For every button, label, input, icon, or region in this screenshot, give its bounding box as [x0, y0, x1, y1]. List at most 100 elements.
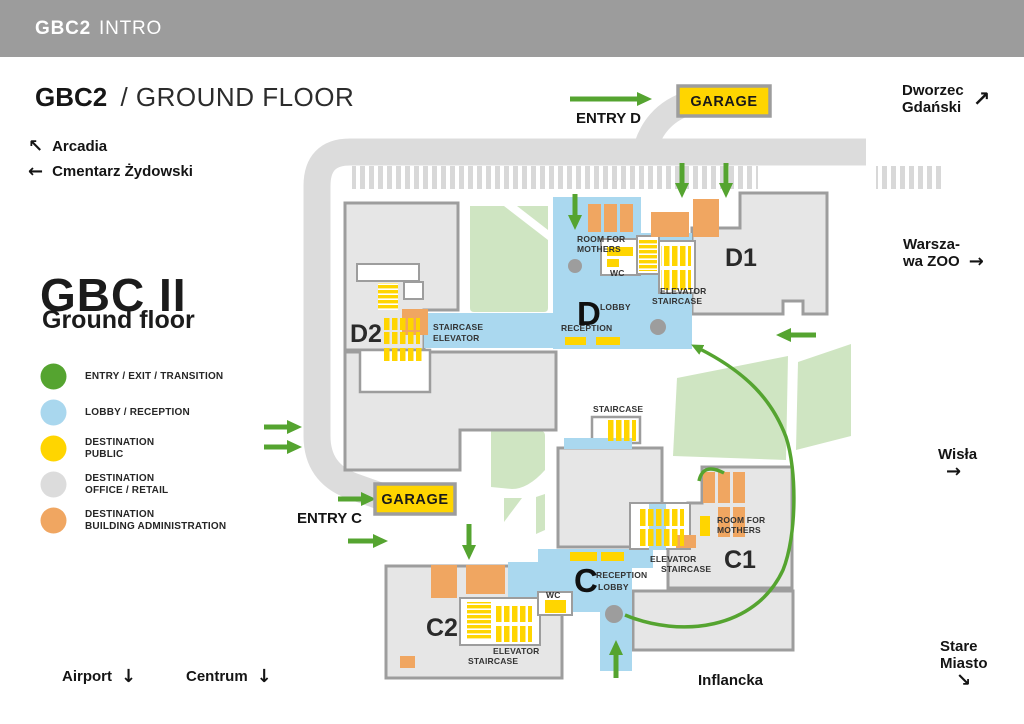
elevator-d-label-2: STAIRCASE [652, 296, 702, 306]
building-d1-label: D1 [725, 244, 757, 272]
legend-dot-blue [40, 399, 67, 426]
garage-d-label: GARAGE [690, 94, 757, 110]
legend-item-public: DESTINATION PUBLIC [40, 435, 226, 462]
legend-label: BUILDING ADMINISTRATION [85, 520, 227, 532]
elevator-icon [700, 516, 710, 536]
legend-label: DESTINATION [85, 437, 155, 448]
wc-icon [607, 247, 633, 256]
building-d2-label: D2 [350, 320, 382, 348]
direction-label: Inflancka [698, 672, 764, 689]
direction-label: Centrum [186, 668, 248, 685]
staircase-icon [606, 420, 636, 441]
elevator-d-label-1: ELEVATOR [660, 286, 706, 296]
column [650, 319, 666, 335]
parking-stripes [352, 166, 942, 189]
entry-d-label: ENTRY D [576, 110, 641, 127]
reception-desk [565, 337, 586, 345]
wc-c-label: WC [546, 590, 561, 600]
elevator-icon [496, 606, 532, 622]
lobby-c-west [508, 562, 540, 598]
route-curve [624, 344, 796, 629]
admin [588, 204, 601, 232]
column [568, 259, 582, 273]
reception-desk [570, 552, 597, 561]
lobby-d-reception: RECEPTION [561, 323, 612, 333]
legend-dot-gray [40, 471, 67, 498]
elevator-icon [382, 348, 422, 361]
admin-areas [400, 199, 745, 668]
pedestrian-route [624, 344, 796, 629]
page-title-floor: / GROUND FLOOR [120, 82, 355, 112]
admin [733, 507, 745, 537]
elevator-c2-label-1: ELEVATOR [493, 646, 539, 656]
up-right-arrow-icon: ↗ [972, 86, 991, 111]
columns [568, 259, 666, 623]
right-arrow-icon: → [968, 251, 984, 272]
direction-dworzec-gdanski: Dworzec Gdański ↗ [902, 82, 990, 116]
garage-d-box [676, 84, 772, 118]
staircase-icon [639, 239, 657, 271]
direction-label: Miasto [940, 655, 988, 672]
staircase-d2-label-2: ELEVATOR [433, 333, 479, 343]
legend: ENTRY / EXIT / TRANSITION LOBBY / RECEPT… [40, 363, 226, 543]
elevator-c1-label-1: ELEVATOR [650, 554, 696, 564]
direction-centrum: Centrum ↓ [186, 666, 272, 687]
room-wc-d [600, 238, 641, 276]
map-heading-line1: GBC II [40, 269, 187, 321]
legend-label: LOBBY / RECEPTION [85, 406, 190, 418]
elevator-c2-label-2: STAIRCASE [468, 656, 518, 666]
lawn [504, 498, 522, 522]
lobby-c-letter: C [574, 562, 598, 599]
direction-label: Dworzec [902, 82, 964, 99]
down-arrow-icon: ↓ [121, 666, 137, 687]
page-title: GBC2 / GROUND FLOOR [35, 82, 354, 113]
elevator-icon [640, 529, 684, 546]
down-arrow-icon: ↓ [256, 666, 272, 687]
map-heading-line2: Ground floor [42, 306, 195, 334]
legend-item-office: DESTINATION OFFICE / RETAIL [40, 471, 226, 498]
admin [620, 204, 633, 232]
brand-logo: GBC2 [35, 17, 91, 39]
legend-label: ENTRY / EXIT / TRANSITION [85, 370, 224, 382]
lawn-areas [470, 206, 851, 534]
admin [431, 565, 457, 598]
legend-label: DESTINATION [85, 473, 155, 484]
staircase-icon [378, 283, 398, 310]
admin [718, 472, 730, 503]
direction-warszawa-zoo: Warsza- wa ZOO → [903, 236, 984, 272]
elevator-icon [382, 318, 420, 330]
room [356, 263, 420, 282]
admin [693, 199, 719, 237]
elevator-c1-label-2: STAIRCASE [661, 564, 711, 574]
right-arrow-icon: → [946, 461, 962, 482]
lawn [491, 431, 545, 489]
direction-label: Arcadia [52, 138, 108, 155]
lawn [517, 206, 548, 230]
map-labels: ENTRY D ENTRY C D2 D1 C1 C2 D LOBBY RECE… [297, 110, 765, 666]
direction-label: wa ZOO [903, 253, 960, 270]
header-section-label: INTRO [99, 17, 163, 39]
lawn [470, 206, 548, 312]
elevator-icon [496, 626, 532, 642]
left-arrow-icon: ← [28, 161, 44, 182]
lobby-mid-strip [564, 438, 632, 449]
wc-icon [545, 600, 566, 613]
lawn [536, 494, 545, 534]
direction-label: Wisła [938, 446, 978, 463]
elevator-icon [661, 270, 691, 290]
room-mothers-c1-2: MOTHERS [717, 525, 761, 535]
room-mothers-d-1: ROOM FOR [577, 234, 625, 244]
legend-item-admin: DESTINATION BUILDING ADMINISTRATION [40, 507, 226, 534]
building-c2-label: C2 [426, 614, 458, 642]
entry-c-label: ENTRY C [297, 510, 362, 527]
admin [718, 507, 730, 537]
direction-wisla: Wisła → [938, 446, 978, 482]
legend-label: PUBLIC [85, 448, 124, 460]
lobby-d-corridor [424, 313, 556, 348]
lobby-d-letter: D [577, 295, 601, 332]
elevator-icon [661, 246, 691, 266]
lobby-d-lobby: LOBBY [600, 302, 631, 312]
route-hook [697, 467, 725, 482]
